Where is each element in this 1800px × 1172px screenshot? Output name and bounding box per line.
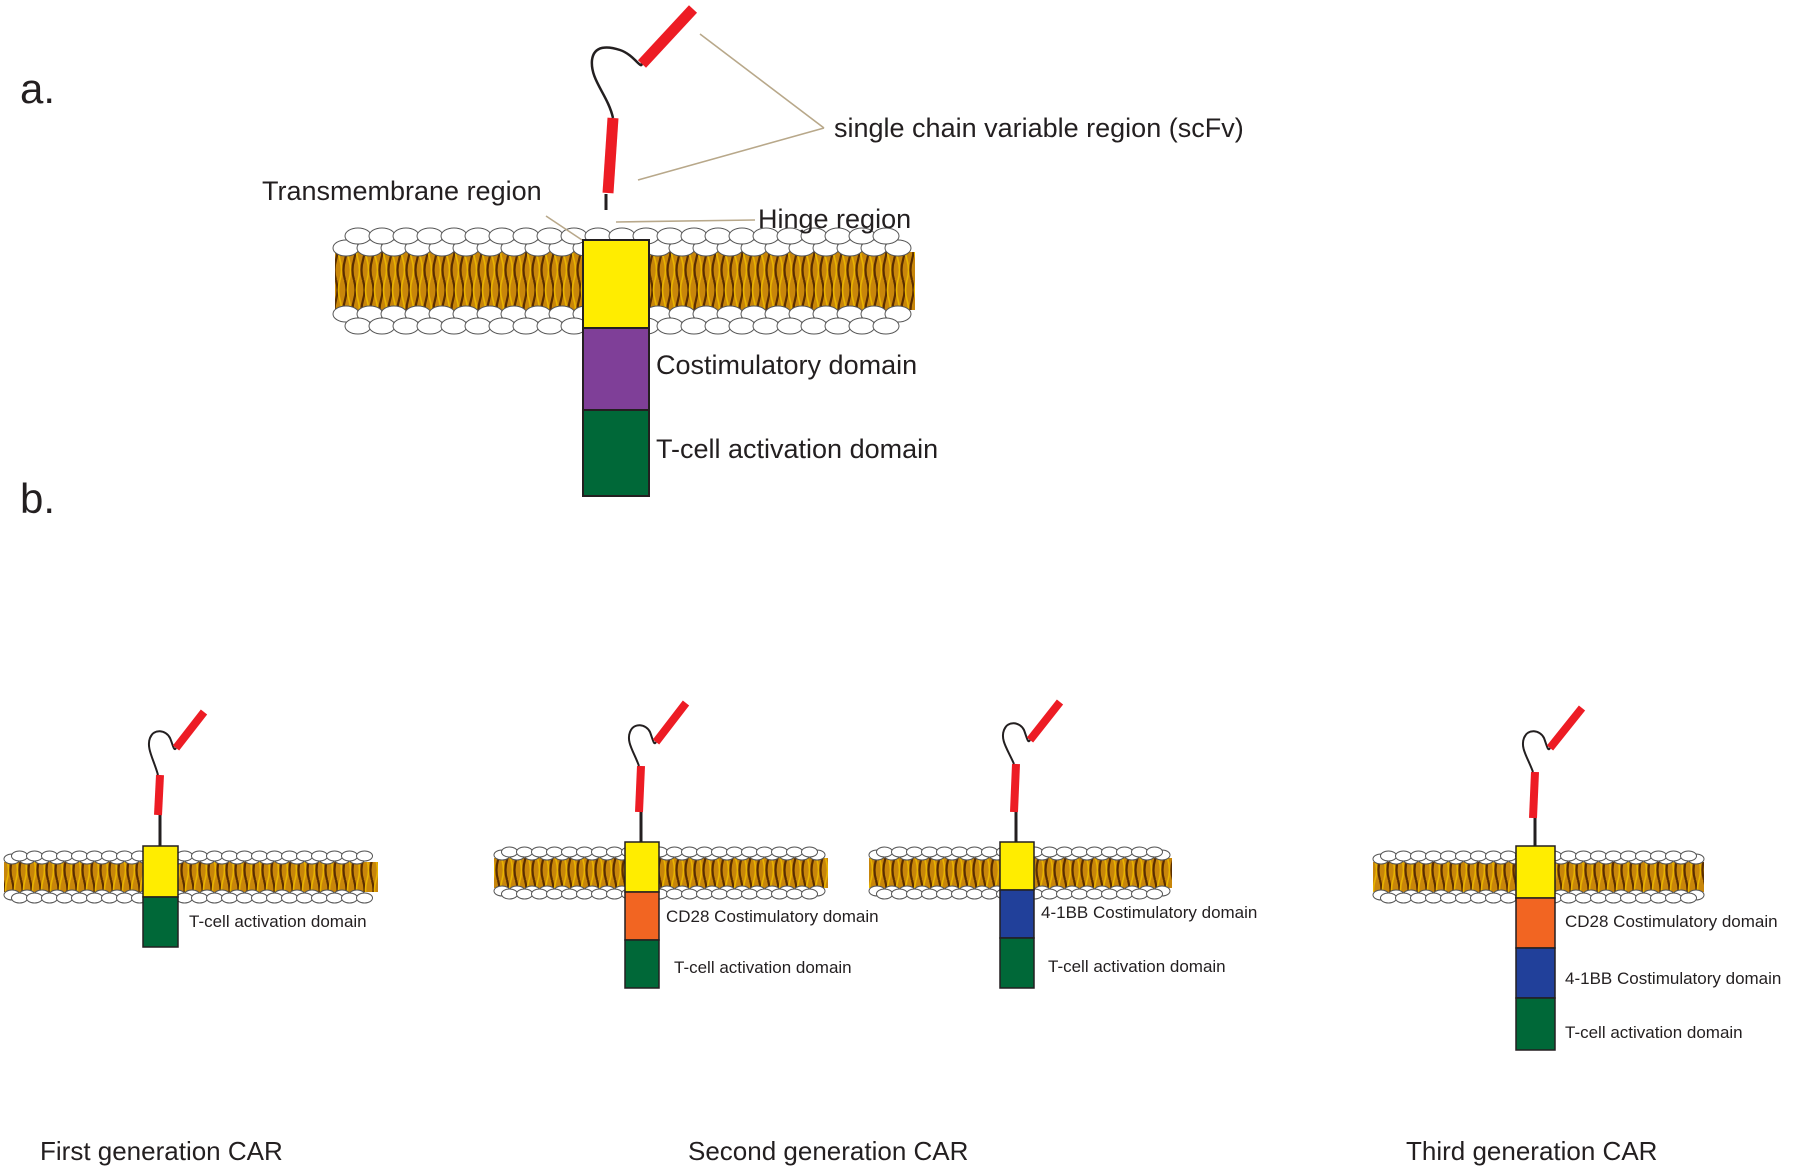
bb-car-activation-domain <box>999 937 1035 989</box>
third-scfv-loop <box>1522 730 1551 773</box>
first-scfv-heavy-chain <box>154 774 164 816</box>
scfv-label: single chain variable region (scFv) <box>834 113 1244 143</box>
first-transmembrane-domain <box>142 845 179 898</box>
third-transmembrane-domain <box>1515 845 1556 899</box>
panel-b-membranes <box>3 846 1705 904</box>
first-membrane <box>3 850 378 904</box>
third-activation-label: T-cell activation domain <box>1565 1023 1743 1042</box>
cd28-costim-label: CD28 Costimulatory domain <box>666 907 879 926</box>
costimulatory-label: Costimulatory domain <box>656 350 918 380</box>
second-generation-cd28-car <box>624 700 690 989</box>
first-activation-label: T-cell activation domain <box>189 912 367 931</box>
third-41bb-domain <box>1515 947 1556 999</box>
third-generation-label: Third generation CAR <box>1406 1136 1658 1166</box>
bb-car-scfv-loop <box>1002 722 1031 765</box>
first-generation-label: First generation CAR <box>40 1136 283 1166</box>
bb-car-transmembrane-domain <box>999 841 1035 891</box>
panel-a-letter: a. <box>20 65 56 112</box>
third-41bb-label: 4-1BB Costimulatory domain <box>1565 969 1782 988</box>
third-cd28-domain <box>1515 897 1556 949</box>
costimulatory-domain <box>582 327 650 411</box>
cd28-costimulatory-domain <box>624 891 660 941</box>
panel-b-letter: b. <box>20 475 56 522</box>
panel-a-leader-lines <box>545 33 825 241</box>
first-activation-domain <box>142 896 179 948</box>
hinge-label: Hinge region <box>758 204 912 234</box>
cd28-car-scfv-light-chain <box>652 700 690 745</box>
cd28-car-scfv-heavy-chain <box>635 765 645 813</box>
third-generation-car <box>1515 705 1586 1051</box>
first-scfv-loop <box>148 730 177 776</box>
first-generation-car <box>142 709 208 948</box>
activation-label: T-cell activation domain <box>656 434 939 464</box>
cd28-car-transmembrane-domain <box>624 841 660 893</box>
first-scfv-light-chain <box>172 709 208 751</box>
scfv-light-chain <box>637 5 698 68</box>
41bb-car-activation-label: T-cell activation domain <box>1048 957 1226 976</box>
transmembrane-domain <box>582 239 650 329</box>
transmembrane-label: Transmembrane region <box>262 176 542 206</box>
41bb-costim-label: 4-1BB Costimulatory domain <box>1041 903 1258 922</box>
second-generation-41bb-car <box>999 699 1064 989</box>
third-cd28-label: CD28 Costimulatory domain <box>1565 912 1778 931</box>
second-generation-label: Second generation CAR <box>688 1136 969 1166</box>
41bb-costimulatory-domain <box>999 889 1035 939</box>
cd28-car-activation-label: T-cell activation domain <box>674 958 852 977</box>
third-membrane <box>1372 850 1705 904</box>
third-scfv-heavy-chain <box>1529 771 1539 819</box>
scfv-loop <box>590 46 644 119</box>
second-cd28-membrane <box>493 846 828 900</box>
activation-domain <box>582 409 650 497</box>
bb-car-scfv-light-chain <box>1026 699 1064 743</box>
third-activation-domain <box>1515 997 1556 1051</box>
third-scfv-light-chain <box>1546 705 1586 751</box>
panel-a-car <box>582 5 698 497</box>
cd28-car-activation-domain <box>624 939 660 989</box>
cd28-car-scfv-loop <box>628 724 657 767</box>
scfv-heavy-chain <box>602 117 619 194</box>
bb-car-scfv-heavy-chain <box>1010 763 1020 813</box>
